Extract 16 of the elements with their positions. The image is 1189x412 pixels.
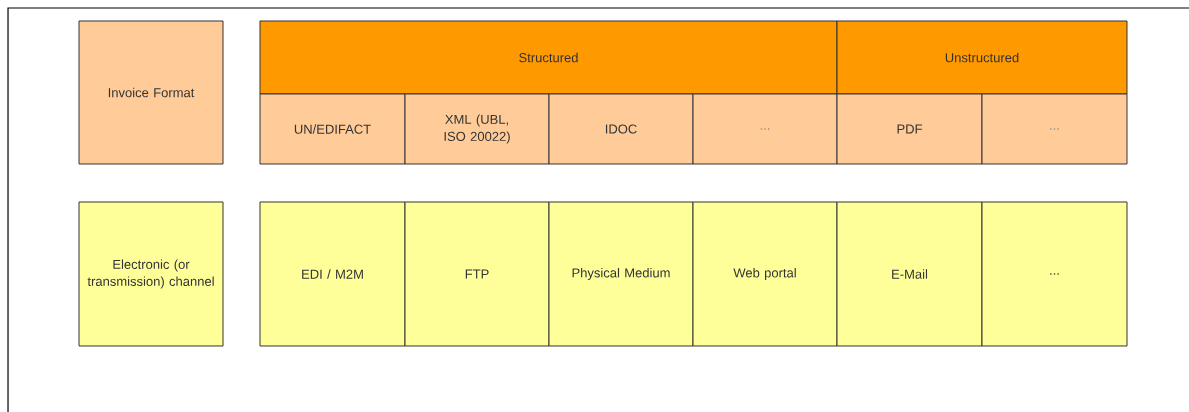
header-box: Structured bbox=[259, 20, 838, 95]
channel-cell: Web portal bbox=[692, 201, 838, 347]
format-cell: PDF bbox=[836, 93, 983, 165]
category-box: Electronic (or transmission) channel bbox=[78, 201, 224, 347]
format-cell: UN/EDIFACT bbox=[259, 93, 406, 165]
format-cell: ... bbox=[981, 93, 1128, 165]
format-cell: XML (UBL, ISO 20022) bbox=[404, 93, 550, 165]
header-box: Unstructured bbox=[836, 20, 1128, 95]
channel-cell: FTP bbox=[404, 201, 550, 347]
format-cell: ... bbox=[692, 93, 838, 165]
category-box: Invoice Format bbox=[78, 20, 224, 165]
channel-cell: Physical Medium bbox=[548, 201, 694, 347]
channel-cell: ... bbox=[981, 201, 1128, 347]
channel-cell: E-Mail bbox=[836, 201, 983, 347]
format-cell: IDOC bbox=[548, 93, 694, 165]
channel-cell: EDI / M2M bbox=[259, 201, 406, 347]
